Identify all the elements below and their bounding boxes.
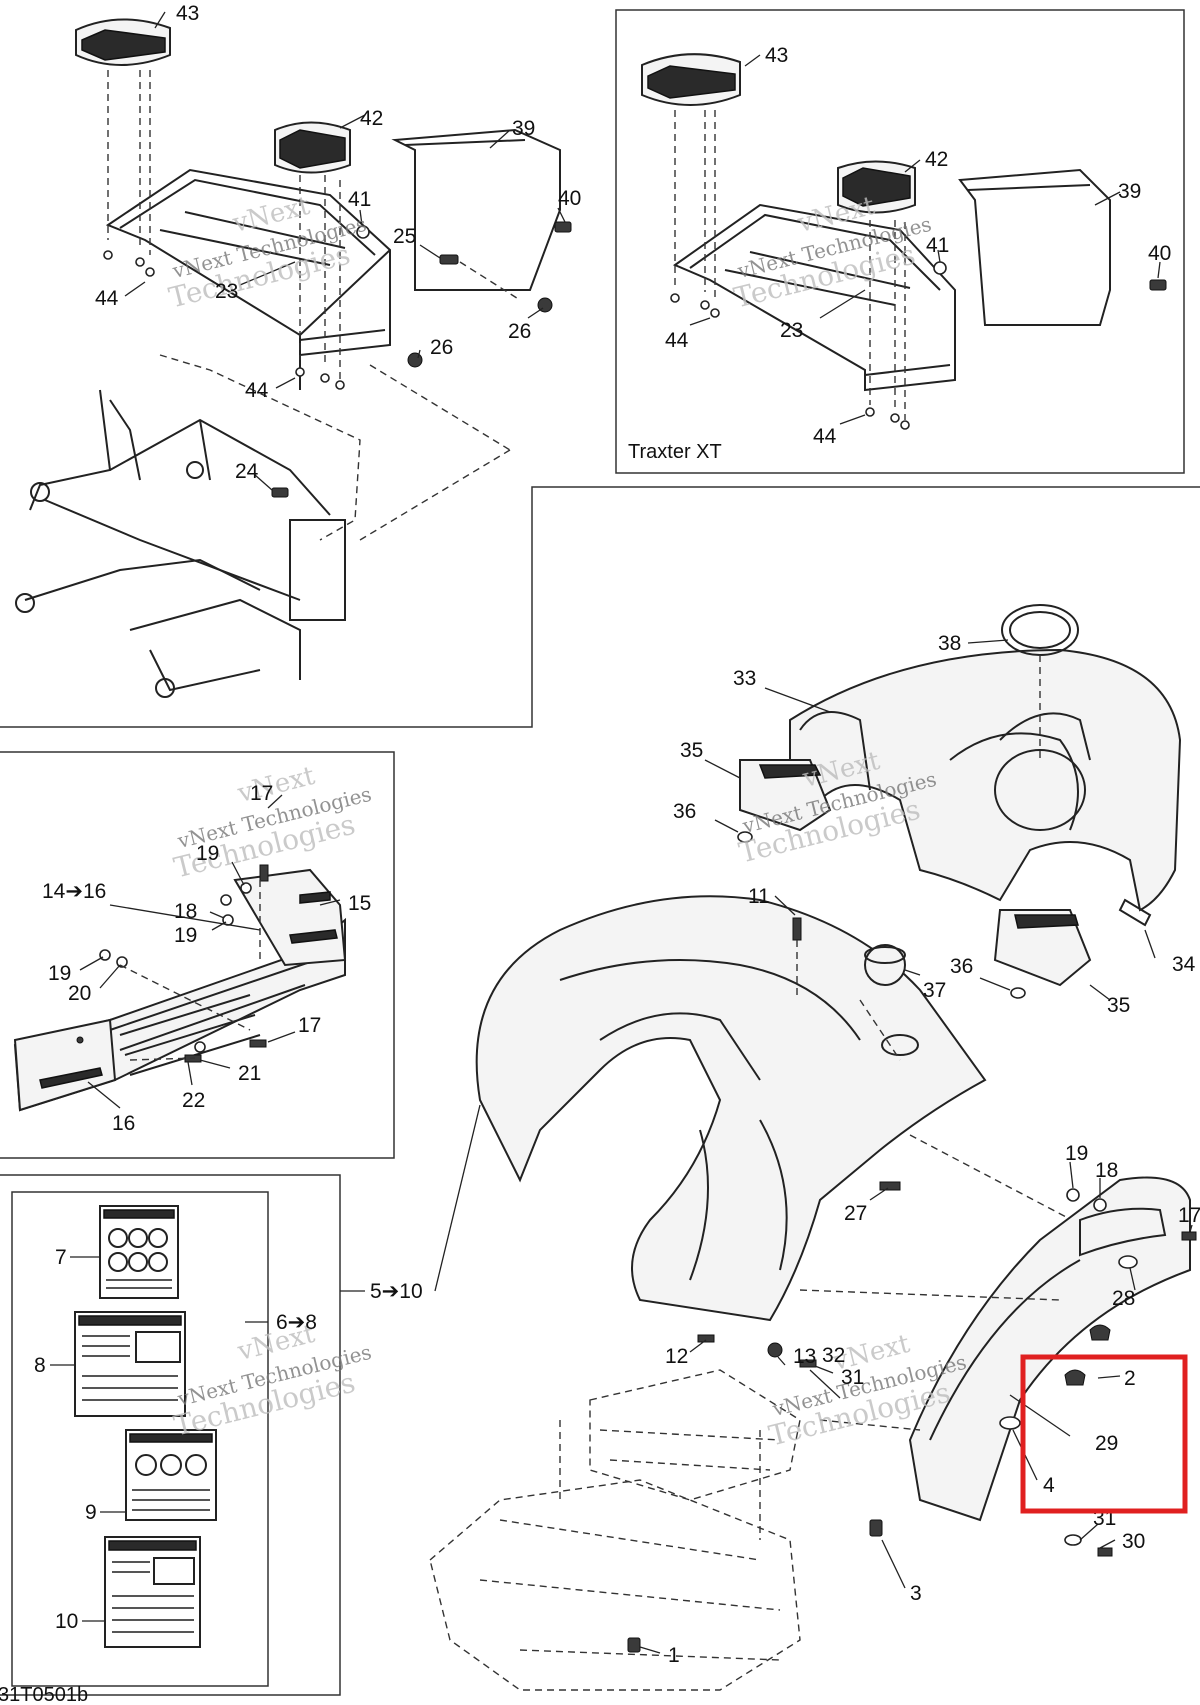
- callout-19: 19: [196, 842, 219, 865]
- callout-36: 36: [673, 800, 696, 823]
- decal-8: [74, 1311, 186, 1417]
- callout-5-10: 5➔10: [370, 1280, 423, 1303]
- inset-title: Traxter XT: [628, 441, 722, 463]
- callout-9: 9: [85, 1501, 97, 1524]
- callout-17: 17: [298, 1014, 321, 1037]
- callout-35: 35: [680, 739, 703, 762]
- callout-44: 44: [95, 287, 119, 310]
- callout-15: 15: [348, 892, 371, 915]
- callout-26: 26: [430, 336, 453, 359]
- callout-22: 22: [182, 1089, 205, 1112]
- callout-11: 11: [748, 885, 770, 908]
- callout-43: 43: [765, 44, 788, 67]
- callout-40: 40: [558, 187, 581, 210]
- callout-32: 32: [822, 1344, 845, 1367]
- inset-rack-assembly: [641, 53, 1167, 430]
- callout-8: 8: [34, 1354, 46, 1377]
- callout-43: 43: [176, 2, 199, 25]
- callout-29: 29: [1095, 1432, 1118, 1455]
- callout-20: 20: [68, 982, 91, 1005]
- callout-24: 24: [235, 460, 259, 483]
- callout-4: 4: [1043, 1474, 1055, 1497]
- callout-2: 2: [1124, 1367, 1136, 1390]
- leader-lines: [50, 11, 1193, 1654]
- callout-16: 16: [112, 1112, 135, 1135]
- callout-26: 26: [508, 320, 531, 343]
- chassis-frame: [15, 354, 511, 698]
- center-body-panel: [475, 895, 1111, 1322]
- callout-42: 42: [360, 107, 383, 130]
- highlight-box: [1020, 1354, 1188, 1514]
- inset-box-traxter-xt: [615, 9, 1185, 474]
- callout-21: 21: [238, 1062, 261, 1085]
- callout-28: 28: [1112, 1287, 1135, 1310]
- callout-37: 37: [923, 979, 946, 1002]
- callout-23: 23: [780, 319, 803, 342]
- cargo-box: [429, 1334, 817, 1691]
- callout-38: 38: [938, 632, 961, 655]
- labels-box: [0, 1174, 341, 1696]
- figure-code: 31T0501b: [0, 1684, 88, 1705]
- callout-44: 44: [245, 379, 269, 402]
- callout-18: 18: [1095, 1159, 1118, 1182]
- callout-14-16: 14➔16: [42, 880, 106, 903]
- callout-25: 25: [393, 225, 416, 248]
- side-fender-assembly: [799, 1176, 1197, 1557]
- watermarks: vNext vNext Technologies Technologies vN…: [166, 191, 969, 1453]
- callout-44: 44: [665, 329, 689, 352]
- decal-7: [99, 1205, 179, 1299]
- callout-42: 42: [925, 148, 948, 171]
- callout-34: 34: [1172, 953, 1196, 976]
- callout-10: 10: [55, 1610, 78, 1633]
- callout-44: 44: [813, 425, 837, 448]
- watermark-bumper: vNext vNext Technologies Technologies: [171, 761, 374, 885]
- rear-fender-assembly: [737, 604, 1182, 999]
- callout-17: 17: [1178, 1204, 1200, 1227]
- callout-7: 7: [55, 1246, 67, 1269]
- callout-27: 27: [844, 1202, 867, 1225]
- callout-33: 33: [733, 667, 756, 690]
- callout-40: 40: [1148, 242, 1171, 265]
- callout-41: 41: [926, 234, 949, 257]
- callout-35: 35: [1107, 994, 1130, 1017]
- callout-12: 12: [665, 1345, 688, 1368]
- front-bumper-assembly: [13, 864, 347, 1112]
- frame-panel-box: [0, 486, 1200, 728]
- callout-39: 39: [1118, 180, 1141, 203]
- callout-19: 19: [174, 924, 197, 947]
- callout-41: 41: [348, 188, 371, 211]
- rear-rack-assembly: [75, 18, 572, 451]
- callout-18: 18: [174, 900, 197, 923]
- callout-13: 13: [793, 1345, 816, 1368]
- callout-19: 19: [48, 962, 71, 985]
- callout-31: 31: [841, 1366, 864, 1389]
- callout-19: 19: [1065, 1142, 1088, 1165]
- callout-1: 1: [668, 1644, 680, 1667]
- decal-9: [125, 1429, 217, 1521]
- watermark-labels: vNext vNext Technologies Technologies: [171, 1319, 374, 1443]
- callout-3: 3: [910, 1582, 922, 1605]
- callout-36: 36: [950, 955, 973, 978]
- callout-39: 39: [512, 117, 535, 140]
- callout-17: 17: [250, 782, 273, 805]
- callout-30: 30: [1122, 1530, 1145, 1553]
- front-bumper-box: [0, 751, 395, 1159]
- callout-23: 23: [215, 280, 238, 303]
- callout-6-8: 6➔8: [276, 1311, 317, 1334]
- decal-10: [104, 1536, 201, 1648]
